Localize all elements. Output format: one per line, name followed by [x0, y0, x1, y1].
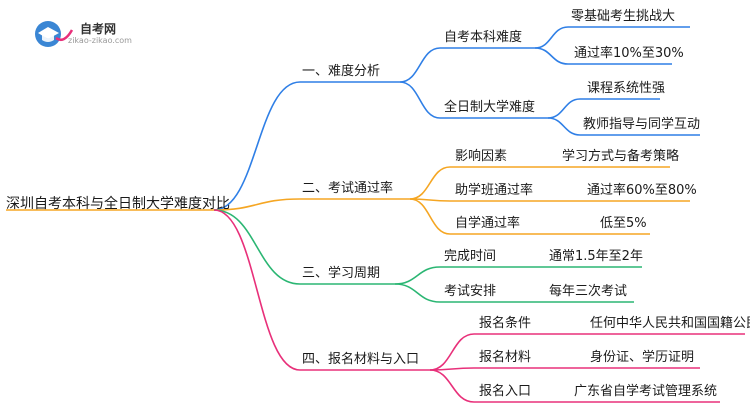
branch-pass-rate: 二、考试通过率	[302, 181, 394, 196]
edge-b1n2-leaf2	[547, 117, 581, 136]
edge-b2-node1	[409, 166, 451, 200]
leaf-study-strategy: 学习方式与备考策略	[562, 149, 680, 164]
edge-b3-node1	[394, 266, 441, 285]
edge-b1n2-leaf1	[547, 98, 581, 119]
logo-subtitle: zikao-zikao.com	[68, 36, 132, 45]
node-registration-conditions: 报名条件	[479, 316, 532, 331]
logo-title: 自考网	[80, 22, 117, 36]
edge-b1n1-leaf2	[534, 47, 569, 65]
leaf-pass-rate-60-80: 通过率60%至80%	[587, 183, 697, 198]
leaf-1-5-to-2-years: 通常1.5年至2年	[549, 249, 643, 264]
edge-b3-node2	[394, 283, 441, 303]
edge-b4-node1	[429, 333, 475, 371]
node-exam-schedule: 考试安排	[444, 284, 497, 299]
root-topic: 深圳自考本科与全日制大学难度对比	[6, 196, 230, 212]
leaf-three-exams-per-year: 每年三次考试	[549, 284, 628, 299]
edge-b1-node1	[399, 47, 441, 83]
node-fulltime-difficulty: 全日制大学难度	[444, 100, 536, 115]
node-registration-portal: 报名入口	[479, 384, 532, 399]
edge-b2-node3	[409, 198, 451, 235]
leaf-any-prc-citizen: 任何中华人民共和国国籍公民	[590, 316, 750, 331]
leaf-guangdong-exam-system: 广东省自学考试管理系统	[574, 384, 718, 399]
edge-b1n1-leaf1	[534, 26, 569, 49]
branch-registration: 四、报名材料与入口	[302, 352, 420, 367]
edge-b1-node2	[399, 81, 441, 119]
leaf-teacher-peer-interaction: 教师指导与同学互动	[583, 117, 701, 132]
node-completion-time: 完成时间	[444, 249, 497, 264]
leaf-pass-rate-5: 低至5%	[600, 216, 647, 231]
edge-root-branch3	[213, 209, 301, 285]
edge-root-branch1	[213, 81, 301, 211]
branch-study-period: 三、学习周期	[302, 266, 381, 281]
node-tutoring-pass-rate: 助学班通过率	[455, 183, 534, 198]
node-selfstudy-pass-rate: 自学通过率	[455, 216, 521, 231]
graduation-cap-icon	[35, 21, 74, 47]
leaf-pass-rate-10-30: 通过率10%至30%	[574, 46, 684, 61]
site-logo[interactable]	[32, 14, 152, 48]
edge-b4-node3	[429, 369, 475, 403]
leaf-systematic-courses: 课程系统性强	[587, 81, 666, 96]
node-influencing-factors: 影响因素	[455, 149, 508, 164]
edge-root-branch4	[213, 209, 301, 371]
node-selfexam-difficulty: 自考本科难度	[444, 30, 523, 45]
node-registration-materials: 报名材料	[479, 350, 532, 365]
leaf-id-and-diploma: 身份证、学历证明	[590, 350, 695, 365]
leaf-beginner-challenge: 零基础考生挑战大	[571, 9, 676, 24]
edge-root-branch2	[213, 198, 301, 211]
branch-difficulty: 一、难度分析	[302, 64, 381, 79]
